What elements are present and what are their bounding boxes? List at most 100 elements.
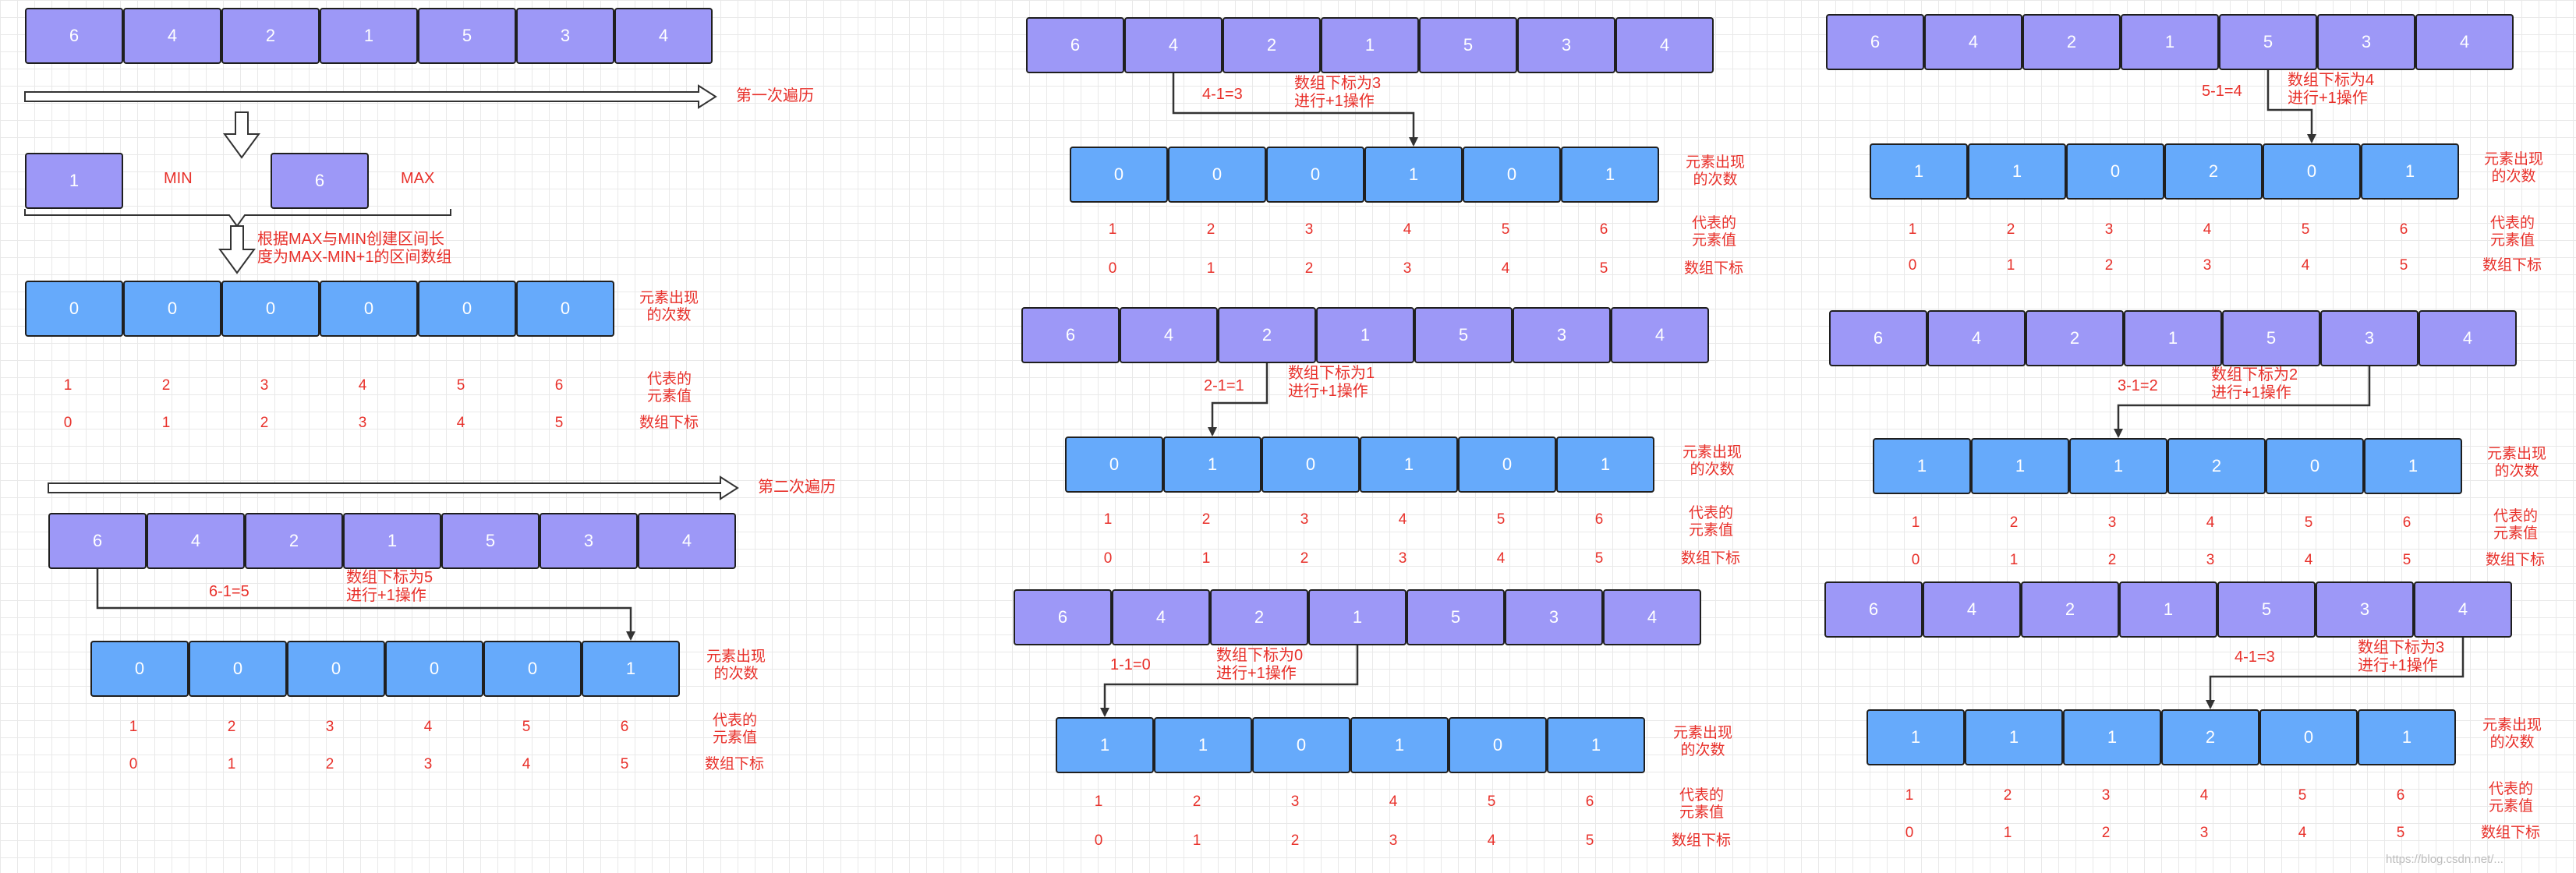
index-label: 2 [260,415,269,431]
step-7-source-cell: 4 [2414,581,2512,638]
step-4-source-cell: 3 [1505,589,1603,645]
index-label: 3 [1403,260,1412,277]
step-5-counts-cell: 0 [2066,143,2164,200]
value-label: 1 [1911,514,1920,531]
step-1-formula: 6-1=5 [209,583,249,600]
source-array-cell: 4 [614,8,713,64]
index-label: 2 [2104,257,2114,274]
index-label: 3 [358,415,367,431]
value-label: 6 [2399,221,2408,238]
step-7-counts-cell: 1 [2358,709,2456,765]
index-label: 4 [2304,552,2313,568]
create-arrow [218,225,256,274]
value-label: 1 [1905,787,1914,804]
step-5-counts-cell: 2 [2164,143,2263,200]
count-row-label: 元素出现的次数 [639,290,699,323]
value-label: 5 [2298,787,2307,804]
step-1-source-cell: 5 [441,513,540,569]
initial-counts-cell: 0 [320,281,418,337]
value-label: 2 [161,377,171,394]
step-5-source-cell: 6 [1826,14,1924,70]
value-label: 6 [620,719,629,735]
step-7-counts-cell: 0 [2259,709,2358,765]
step-2-counts-cell: 0 [1070,147,1168,203]
second-pass-label: 第二次遍历 [758,479,836,496]
count-row-label: 元素出现的次数 [1683,444,1743,478]
index-label: 1 [1201,550,1211,567]
index-label: 0 [1094,832,1103,849]
create-note: 根据MAX与MIN创建区间长度为MAX-MIN+1的区间数组 [257,231,452,266]
index-label: 3 [1389,832,1398,849]
step-2-counts-cell: 1 [1364,147,1463,203]
step-7-source-cell: 2 [2021,581,2119,638]
step-1-source-cell: 1 [343,513,441,569]
step-6-source-cell: 4 [1927,310,2026,366]
index-label: 1 [1206,260,1215,277]
step-3-source-cell: 6 [1021,307,1120,363]
step-4-source-cell: 5 [1407,589,1505,645]
index-label: 1 [2006,257,2015,274]
value-label: 3 [1290,793,1300,810]
source-array-cell: 1 [320,8,418,64]
step-5-source-cell: 4 [1924,14,2022,70]
value-label: 1 [63,377,73,394]
value-label: 5 [1501,221,1510,238]
index-label: 4 [2298,825,2307,841]
step-4-counts-cell: 0 [1252,717,1350,773]
step-5-source-cell: 3 [2317,14,2415,70]
value-label: 3 [2104,221,2114,238]
value-row-label: 代表的元素值 [1692,215,1737,249]
index-row-label: 数组下标 [1681,550,1741,567]
value-label: 3 [325,719,334,735]
step-7-source-cell: 1 [2119,581,2217,638]
index-label: 1 [227,756,236,772]
value-label: 5 [456,377,465,394]
step-3-counts-cell: 1 [1360,436,1458,493]
step-5-formula: 5-1=4 [2202,83,2242,100]
step-6-counts-cell: 1 [2364,438,2462,494]
value-label: 6 [1594,511,1604,528]
step-1-counts-cell: 0 [483,641,582,697]
step-1-counts-cell: 0 [90,641,189,697]
step-2-source-cell: 2 [1223,17,1321,73]
value-label: 6 [1599,221,1608,238]
source-array-cell: 2 [221,8,320,64]
down-arrow [223,111,260,159]
value-label: 3 [1304,221,1314,238]
step-5-counts-cell: 1 [1870,143,1968,200]
step-3-source-cell: 4 [1611,307,1709,363]
count-row-label: 元素出现的次数 [1673,725,1733,758]
value-label: 5 [2304,514,2313,531]
step-6-source-cell: 1 [2124,310,2222,366]
value-label: 2 [1192,793,1201,810]
value-label: 1 [1103,511,1113,528]
value-label: 6 [554,377,564,394]
second-pass-arrow [48,475,739,500]
step-3-counts-cell: 1 [1556,436,1654,493]
step-3-formula: 2-1=1 [1204,377,1244,394]
index-label: 3 [423,756,433,772]
watermark: https://blog.csdn.net/... [2386,853,2503,866]
first-pass-arrow [24,84,717,109]
index-label: 1 [161,415,171,431]
step-1-source-cell: 4 [147,513,245,569]
value-label: 6 [1585,793,1594,810]
step-7-counts-cell: 1 [1965,709,2063,765]
index-label: 5 [1585,832,1594,849]
min-max-brace [24,209,451,228]
step-6-source-cell: 3 [2320,310,2419,366]
count-row-label: 元素出现的次数 [1686,154,1746,188]
index-label: 0 [1103,550,1113,567]
value-label: 3 [1300,511,1309,528]
count-row-label: 元素出现的次数 [706,649,766,682]
value-row-label: 代表的元素值 [1689,505,1734,539]
step-2-source-cell: 6 [1026,17,1124,73]
value-label: 6 [2396,787,2405,804]
value-label: 6 [2402,514,2411,531]
value-row-label: 代表的元素值 [647,371,692,405]
step-2-arrow [1172,73,1418,147]
index-label: 5 [620,756,629,772]
